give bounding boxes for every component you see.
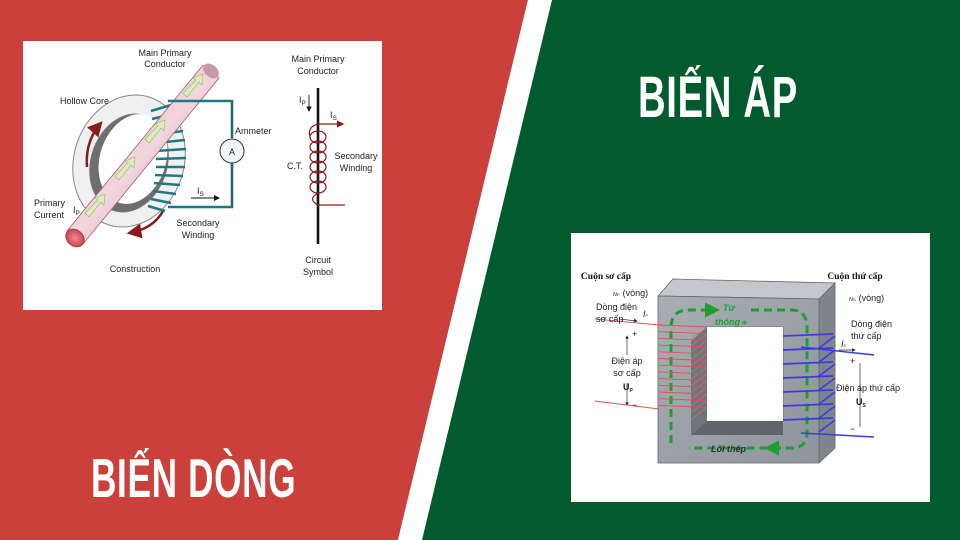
label-hollow-core: Hollow Core	[60, 96, 109, 106]
symbol-ct-coil	[308, 120, 345, 206]
primary-winding-turn	[658, 378, 708, 382]
primary-winding-turn	[658, 364, 708, 368]
label-primary-coil: Cuộn sơ cấp	[581, 271, 631, 282]
label-core: Lõi thép	[711, 444, 746, 454]
label-primary-current-1: Primary	[34, 198, 65, 208]
label-secondary-coil: Cuộn thứ cấp	[827, 271, 882, 282]
iron-core	[657, 278, 836, 464]
label-secondary-winding-1: Secondary	[176, 218, 220, 228]
secondary-winding-turn	[782, 403, 834, 407]
rod-current-arrows	[84, 73, 204, 218]
label-ammeter: Ammeter	[235, 126, 272, 136]
label-np: NP(vòng)	[613, 288, 648, 298]
label-sym-is: IS	[330, 110, 338, 122]
ring-flux-arrow-top	[85, 121, 103, 168]
label-is: IS	[841, 339, 847, 349]
primary-winding	[658, 324, 708, 420]
secondary-winding-side-turn	[818, 377, 836, 391]
label-secondary-plus: +	[850, 356, 855, 366]
label-secondary-current-2: thứ cấp	[851, 331, 882, 341]
title-current-transformer: BIẾN DÒNG	[91, 447, 297, 509]
label-ip: IP	[73, 205, 80, 217]
label-primary-minus: −	[632, 400, 637, 410]
label-primary-voltage-2: sơ cấp	[613, 368, 640, 378]
secondary-winding-turn	[782, 375, 834, 379]
current-transformer-diagram: A Main Primary Conductor Hollow Core Amm…	[23, 41, 382, 310]
primary-winding-turn	[658, 371, 708, 375]
primary-winding-turn	[658, 358, 708, 361]
primary-conductor-rod	[65, 63, 220, 248]
primary-winding-turn	[658, 351, 708, 355]
label-circuit-1: Circuit	[305, 255, 331, 265]
label-primary-current-2: Current	[34, 210, 65, 220]
primary-winding-turn	[658, 331, 708, 335]
label-main-primary-2: Conductor	[144, 59, 186, 69]
secondary-winding-turn	[782, 333, 834, 337]
primary-winding-turn	[658, 324, 708, 328]
secondary-winding-side-turn	[818, 419, 836, 433]
label-ip: IP	[643, 309, 649, 319]
primary-winding-turn	[658, 398, 708, 402]
ammeter-symbol: A	[229, 147, 235, 157]
magnetic-flux-path	[669, 308, 809, 450]
label-sym-main-primary-2: Conductor	[297, 66, 339, 76]
label-secondary-current-1: Dòng điện	[851, 319, 892, 329]
label-sym-main-primary-1: Main Primary	[291, 54, 345, 64]
primary-winding-turn	[658, 391, 708, 395]
ring-flux-arrow-bottom	[126, 210, 165, 239]
secondary-winding-side-turn	[818, 363, 836, 377]
primary-winding-bevel-turn	[690, 407, 708, 420]
label-primary-current-2: sơ cấp	[596, 314, 623, 324]
secondary-winding-turn	[782, 417, 834, 421]
ip-arrow	[618, 318, 638, 323]
label-ct: C.T.	[287, 161, 303, 171]
secondary-winding-turn	[782, 347, 834, 351]
diagonal-divider	[398, 0, 552, 540]
secondary-winding-side-turn	[818, 405, 836, 419]
label-secondary-minus: −	[850, 424, 855, 434]
secondary-winding-side-turn	[818, 349, 836, 363]
primary-winding-turn	[658, 344, 708, 348]
label-is: IS	[197, 186, 205, 198]
primary-winding-turn	[658, 337, 708, 341]
ammeter: A	[219, 138, 245, 164]
label-sym-secondary-2: Winding	[340, 163, 373, 173]
label-primary-current-1: Dòng điện	[596, 302, 637, 312]
label-up: UP	[623, 382, 634, 394]
label-ns: NS(vòng)	[849, 293, 884, 303]
secondary-winding-turn	[782, 389, 834, 393]
secondary-winding-turn	[782, 361, 834, 365]
primary-lead-top	[594, 318, 660, 326]
transformer-diagram: Cuộn sơ cấp NP(vòng) Dòng điện sơ cấp IP…	[571, 233, 930, 502]
label-main-primary-1: Main Primary	[138, 48, 192, 58]
label-secondary-voltage: Điện áp thứ cấp	[836, 383, 900, 393]
secondary-winding	[782, 333, 836, 433]
secondary-winding-side-turn	[818, 335, 836, 349]
label-construction: Construction	[110, 264, 161, 274]
label-secondary-winding-2: Winding	[182, 230, 215, 240]
title-transformer: BIẾN ÁP	[638, 65, 798, 130]
label-primary-plus: +	[632, 329, 637, 339]
label-circuit-2: Symbol	[303, 267, 333, 277]
secondary-lead-bottom	[800, 432, 875, 438]
label-us: US	[856, 397, 867, 409]
label-flux-1: Từ	[723, 303, 736, 313]
secondary-lead-top	[800, 346, 875, 356]
primary-winding-turn	[658, 384, 708, 388]
label-primary-voltage-1: Điện áp	[611, 356, 642, 366]
label-sym-ip: IP	[299, 95, 306, 107]
label-sym-secondary-1: Secondary	[334, 151, 378, 161]
secondary-winding-side-turn	[818, 391, 836, 405]
primary-winding-turn	[658, 404, 708, 408]
